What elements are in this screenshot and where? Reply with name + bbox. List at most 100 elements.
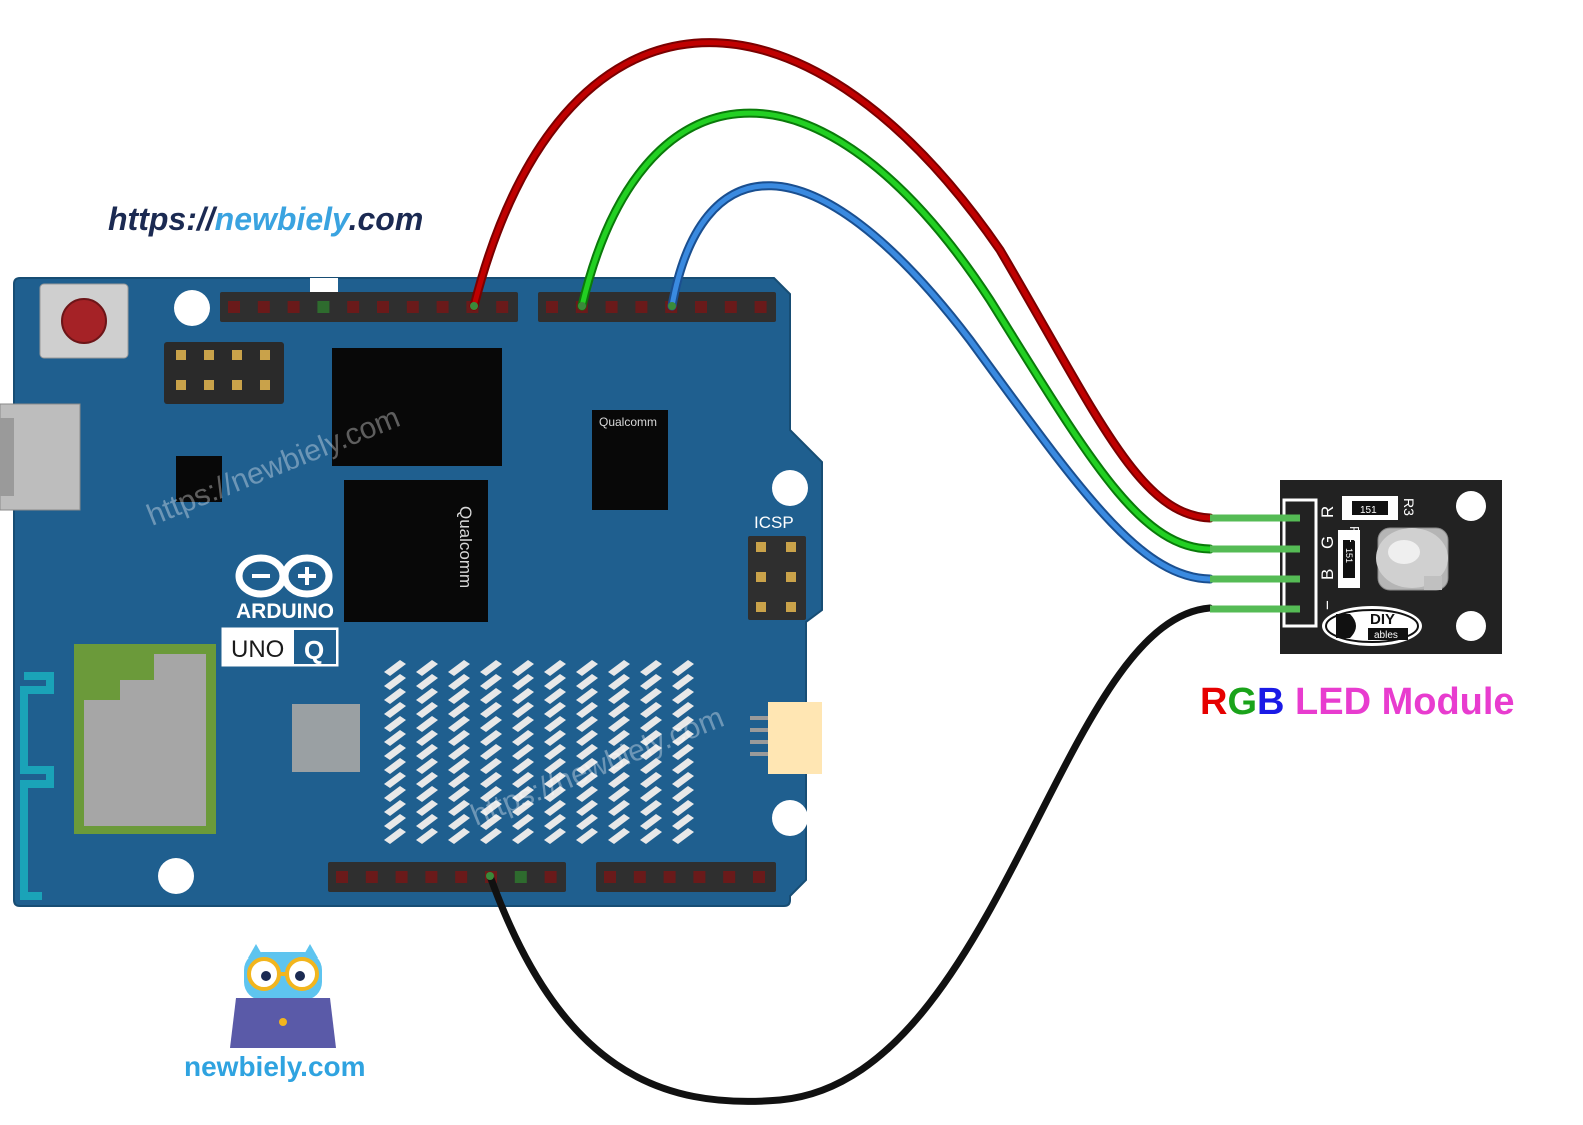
led-matrix-pixel xyxy=(544,828,566,844)
module-mounting-hole xyxy=(1456,491,1486,521)
led-matrix-pixel xyxy=(448,828,470,844)
chip-side xyxy=(592,410,668,510)
led-matrix-pixel xyxy=(480,674,502,690)
led-matrix-pixel xyxy=(384,828,406,844)
led-matrix-pixel xyxy=(384,674,406,690)
site-url: https://newbiely.com xyxy=(108,201,423,237)
led-matrix-pixel xyxy=(480,800,502,816)
led-matrix-pixel xyxy=(544,660,566,676)
led-matrix-pixel xyxy=(608,730,630,746)
led-matrix-pixel xyxy=(384,786,406,802)
maker-logo-top: DIY xyxy=(1370,611,1395,628)
led-matrix-pixel xyxy=(512,828,534,844)
led-matrix-pixel xyxy=(512,674,534,690)
led-matrix-pixel xyxy=(448,716,470,732)
led-matrix-pixel xyxy=(672,814,694,830)
led-matrix-pixel xyxy=(512,758,534,774)
led-matrix-pixel xyxy=(512,800,534,816)
led-matrix-pixel xyxy=(576,660,598,676)
led-matrix-pixel xyxy=(608,800,630,816)
led-matrix-pixel xyxy=(608,660,630,676)
header-pin xyxy=(406,301,419,313)
led-matrix-pixel xyxy=(512,660,534,676)
led-matrix-pixel xyxy=(480,758,502,774)
led-matrix-pixel xyxy=(672,744,694,760)
led-matrix-pixel xyxy=(608,688,630,704)
led-matrix-pixel xyxy=(416,716,438,732)
led-matrix-pixel xyxy=(608,814,630,830)
led-matrix-pixel xyxy=(448,688,470,704)
led-matrix-pixel xyxy=(416,758,438,774)
led-matrix-pixel xyxy=(608,758,630,774)
led-matrix-pixel xyxy=(448,772,470,788)
resistor-r2-label: R2 xyxy=(1347,526,1362,543)
led-matrix-pixel xyxy=(640,688,662,704)
chip-small-left xyxy=(176,456,222,502)
header-pin xyxy=(436,301,449,313)
led-matrix-pixel xyxy=(672,674,694,690)
header-pin xyxy=(395,871,408,883)
title-b: B xyxy=(1257,681,1284,723)
led-matrix-pixel xyxy=(512,814,534,830)
led-matrix-pixel xyxy=(480,772,502,788)
led-matrix-pixel xyxy=(480,660,502,676)
header-pin xyxy=(347,301,360,313)
header-pin xyxy=(377,301,389,313)
led-matrix-pixel xyxy=(672,730,694,746)
led-matrix-pixel xyxy=(544,716,566,732)
led-matrix-pixel xyxy=(384,758,406,774)
title-g: G xyxy=(1227,681,1257,723)
led-matrix-pixel xyxy=(480,688,502,704)
chip-large-top xyxy=(332,348,502,466)
led-matrix-pixel xyxy=(480,716,502,732)
rgb-led-module: R G B − 151 R3 151 R2 DIY ables xyxy=(1280,480,1502,654)
mounting-hole xyxy=(174,290,210,326)
led-matrix-pixel xyxy=(384,800,406,816)
header-pin xyxy=(663,871,676,883)
antenna-trace xyxy=(20,672,54,900)
wire-red-core xyxy=(471,40,1213,521)
led-matrix-pixel xyxy=(672,702,694,718)
led-matrix-pixel xyxy=(672,660,694,676)
led-matrix-pixel xyxy=(576,688,598,704)
led-matrix-pixel xyxy=(384,688,406,704)
bottom-header-right xyxy=(596,862,776,892)
led-matrix-pixel xyxy=(512,702,534,718)
header-pin xyxy=(228,301,240,313)
led-matrix-pixel xyxy=(672,786,694,802)
header-pin xyxy=(753,871,765,883)
wire-black xyxy=(486,604,1214,1105)
bottom-header-left xyxy=(328,862,566,892)
newbiely-owl-logo xyxy=(230,944,336,1048)
led-matrix-pixel xyxy=(416,730,438,746)
pin-label-gnd: − xyxy=(1318,600,1337,610)
led-matrix-pixel xyxy=(480,702,502,718)
board-model-badge xyxy=(294,630,336,664)
led-matrix-pixel xyxy=(512,786,534,802)
header-pin xyxy=(633,871,646,883)
led-matrix-pixel xyxy=(608,786,630,802)
wires xyxy=(469,38,1300,1105)
mounting-hole xyxy=(158,858,194,894)
led-matrix-pixel xyxy=(448,786,470,802)
arduino-logo xyxy=(235,554,333,598)
title-r: R xyxy=(1200,681,1227,723)
led-matrix-pixel xyxy=(416,660,438,676)
led-matrix-pixel xyxy=(640,800,662,816)
header-pin xyxy=(544,871,557,883)
header-pin xyxy=(724,301,737,313)
led-matrix-pixel xyxy=(544,744,566,760)
header-pin xyxy=(365,871,378,883)
module-title: RGB LED Module xyxy=(1200,681,1515,723)
resistor-r3-label: R3 xyxy=(1401,498,1417,516)
led-matrix-pixel xyxy=(640,716,662,732)
led-matrix-pixel xyxy=(544,702,566,718)
header-pin xyxy=(336,871,348,883)
header-pin xyxy=(693,871,706,883)
led-matrix-pixel xyxy=(544,730,566,746)
led-matrix-pixel xyxy=(576,828,598,844)
led-matrix-pixel xyxy=(384,730,406,746)
led-matrix-pixel xyxy=(416,814,438,830)
led-matrix-pixel xyxy=(544,814,566,830)
led-matrix-pixel xyxy=(448,744,470,760)
